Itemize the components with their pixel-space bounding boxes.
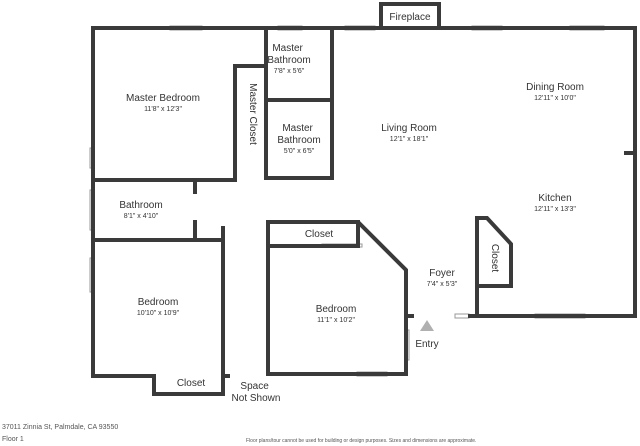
entry-arrow-icon xyxy=(420,320,434,331)
bathroom-label: Bathroom xyxy=(119,200,162,211)
living-room-label: Living Room xyxy=(381,123,437,134)
master-bathroom-top-label: Master Bathroom xyxy=(267,43,310,66)
closet-right-label: Closet xyxy=(489,244,500,273)
master-bedroom-label: Master Bedroom xyxy=(126,93,200,104)
master-bathroom-mid-name-2: Bathroom xyxy=(277,135,320,146)
master-bathroom-mid-label: Master Bathroom xyxy=(277,123,320,146)
master-bathroom-top-dims: 7'8" x 5'6" xyxy=(274,68,305,75)
bedroom-left-dims: 10'10" x 10'9" xyxy=(137,310,180,317)
bedroom-left-label: Bedroom xyxy=(138,297,179,308)
walls xyxy=(91,26,637,396)
space-not-shown-line-1: Space xyxy=(240,381,269,392)
master-bathroom-top-name-1: Master xyxy=(272,43,303,54)
master-bedroom-dims: 11'8" x 12'3" xyxy=(144,106,182,113)
bedroom-center-dims: 11'1" x 10'2" xyxy=(317,317,355,324)
closet-center-label: Closet xyxy=(305,229,334,240)
floor-label: Floor 1 xyxy=(2,436,24,443)
kitchen-dims: 12'11" x 13'3" xyxy=(534,206,576,213)
foyer-dims: 7'4" x 5'3" xyxy=(427,281,458,288)
dining-room-label: Dining Room xyxy=(526,82,584,93)
space-not-shown-line-2: Not Shown xyxy=(232,393,281,404)
fireplace xyxy=(379,2,441,30)
space-not-shown-label: Space Not Shown xyxy=(232,381,281,404)
master-bathroom-mid-name-1: Master xyxy=(282,123,313,134)
master-bathroom-top-name-2: Bathroom xyxy=(267,55,310,66)
bathroom-dims: 8'1" x 4'10" xyxy=(124,213,159,220)
master-closet-label: Master Closet xyxy=(247,83,258,145)
closet-bottom-label: Closet xyxy=(177,378,206,389)
bedroom-center-label: Bedroom xyxy=(316,304,357,315)
living-room-dims: 12'1" x 18'1" xyxy=(390,136,429,143)
kitchen-label: Kitchen xyxy=(538,193,571,204)
entry-label: Entry xyxy=(415,339,438,350)
fireplace-label: Fireplace xyxy=(389,12,431,23)
foyer-label: Foyer xyxy=(429,268,455,279)
address: 37011 Zinnia St, Palmdale, CA 93550 xyxy=(2,424,119,431)
disclaimer: Floor plans/tour cannot be used for buil… xyxy=(246,438,477,444)
dining-room-dims: 12'11" x 10'0" xyxy=(534,95,576,102)
master-bathroom-mid-dims: 5'0" x 6'5" xyxy=(284,148,315,155)
